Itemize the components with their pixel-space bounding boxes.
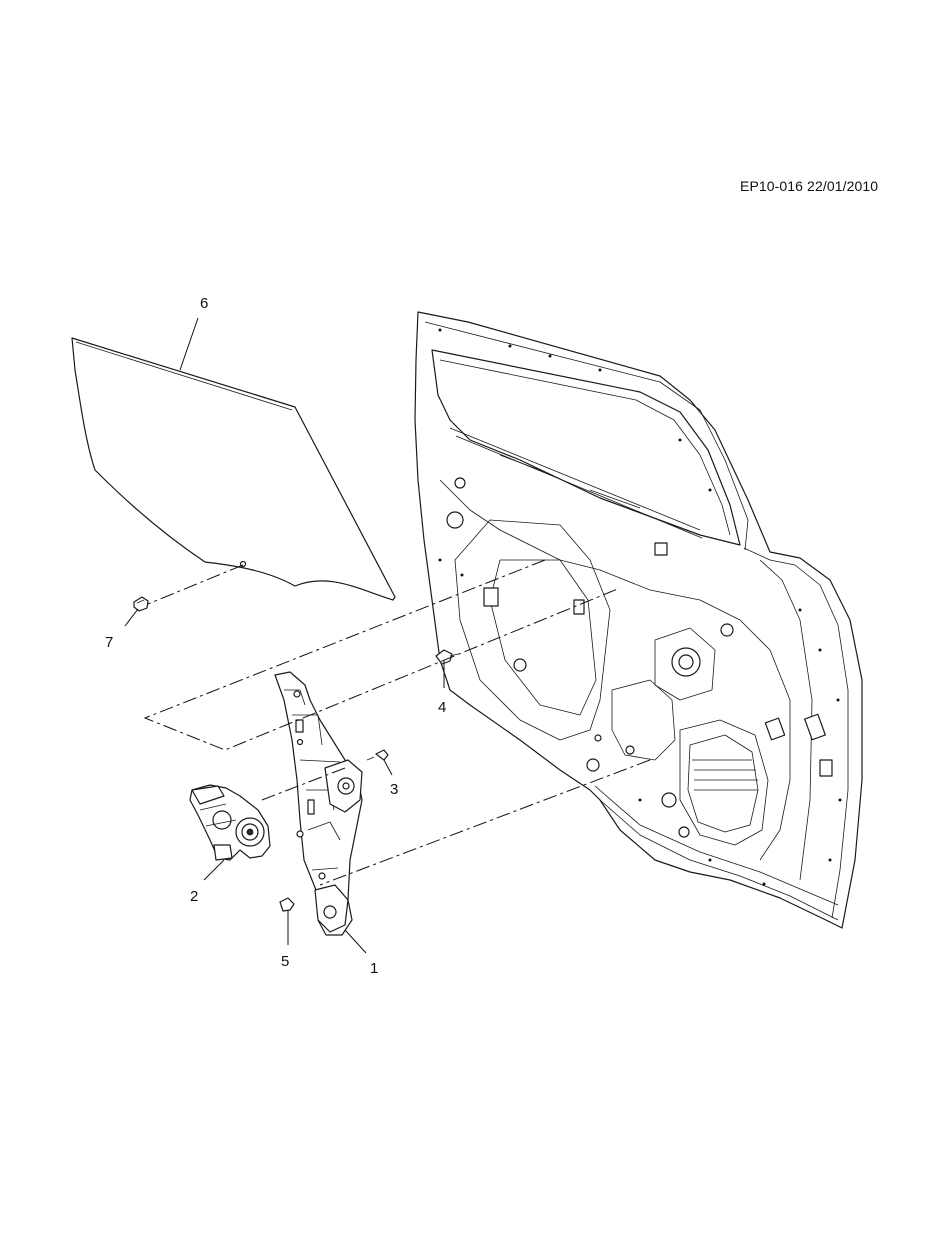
callout-7: 7 xyxy=(105,634,113,651)
window-motor[interactable] xyxy=(189,784,271,861)
assembly-phantom-lines xyxy=(143,559,651,886)
callout-5: 5 xyxy=(281,953,289,970)
regulator-lower-bolt[interactable] xyxy=(279,897,295,912)
glass-clip[interactable] xyxy=(133,596,149,612)
window-regulator[interactable] xyxy=(274,671,363,936)
door-panel-rivets xyxy=(438,328,842,886)
callout-6: 6 xyxy=(200,295,208,312)
door-glass[interactable] xyxy=(71,337,396,601)
callout-1: 1 xyxy=(370,960,378,977)
regulator-bolt[interactable] xyxy=(366,749,389,761)
door-inner-panel xyxy=(414,311,863,929)
drawing-reference-code: EP10-016 22/01/2010 xyxy=(740,178,879,194)
callout-3: 3 xyxy=(390,781,398,798)
callout-leaders xyxy=(124,317,445,954)
callout-2: 2 xyxy=(190,888,198,905)
callout-4: 4 xyxy=(438,699,446,716)
